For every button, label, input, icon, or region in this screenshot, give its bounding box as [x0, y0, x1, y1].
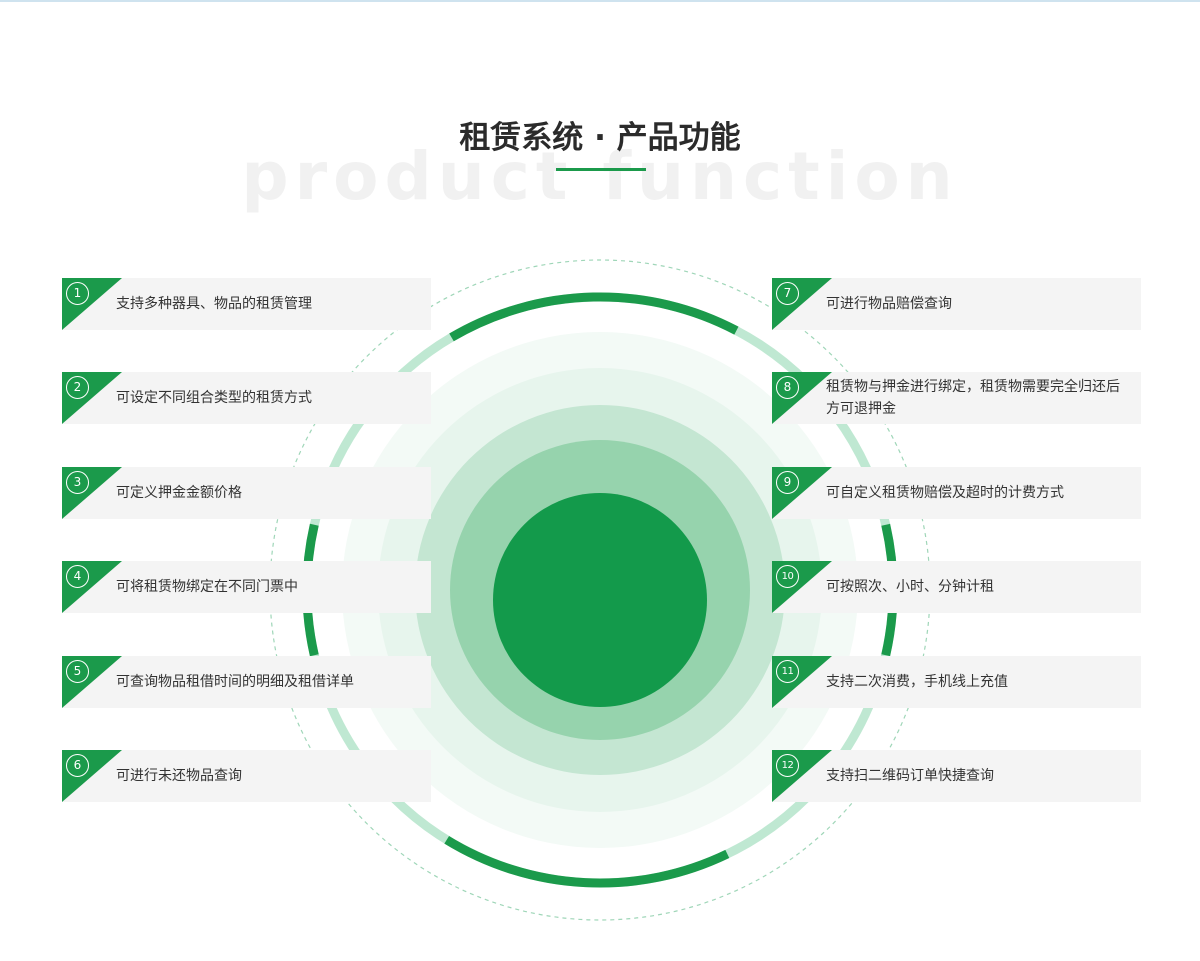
feature-item: 3 可定义押金金额价格: [62, 467, 431, 519]
feature-label: 可进行未还物品查询: [116, 768, 242, 784]
feature-label: 租赁物与押金进行绑定，租赁物需要完全归还后方可退押金: [826, 379, 1120, 417]
feature-item: 1 支持多种器具、物品的租赁管理: [62, 278, 431, 330]
feature-number: 11: [776, 660, 799, 683]
feature-number: 2: [66, 376, 89, 399]
feature-item: 6 可进行未还物品查询: [62, 750, 431, 802]
feature-item: 5 可查询物品租借时间的明细及租借详单: [62, 656, 431, 708]
feature-number: 12: [776, 754, 799, 777]
feature-label: 可进行物品赔偿查询: [826, 296, 952, 312]
title-underline: [556, 168, 646, 171]
feature-label: 可查询物品租借时间的明细及租借详单: [116, 674, 354, 690]
feature-number: 10: [776, 565, 799, 588]
feature-item: 7 可进行物品赔偿查询: [772, 278, 1141, 330]
feature-item: 2 可设定不同组合类型的租赁方式: [62, 372, 431, 424]
feature-item: 10 可按照次、小时、分钟计租: [772, 561, 1141, 613]
feature-number: 3: [66, 471, 89, 494]
feature-number: 5: [66, 660, 89, 683]
feature-label: 支持二次消费，手机线上充值: [826, 674, 1008, 690]
feature-label: 可按照次、小时、分钟计租: [826, 579, 994, 595]
bottom-arc: [444, 835, 730, 888]
feature-number: 9: [776, 471, 799, 494]
feature-label: 可将租赁物绑定在不同门票中: [116, 579, 298, 595]
feature-item: 12 支持扫二维码订单快捷查询: [772, 750, 1141, 802]
feature-number: 1: [66, 282, 89, 305]
feature-item: 9 可自定义租赁物赔偿及超时的计费方式: [772, 467, 1141, 519]
feature-label: 可定义押金金额价格: [116, 485, 242, 501]
feature-number: 8: [776, 376, 799, 399]
page-title: 租赁系统 · 产品功能: [459, 120, 741, 156]
feature-label: 支持多种器具、物品的租赁管理: [116, 296, 312, 312]
watermark-text: product function: [241, 138, 959, 215]
feature-item: 4 可将租赁物绑定在不同门票中: [62, 561, 431, 613]
feature-label: 可设定不同组合类型的租赁方式: [116, 390, 312, 406]
feature-number: 4: [66, 565, 89, 588]
feature-item: 8 租赁物与押金进行绑定，租赁物需要完全归还后方可退押金: [772, 372, 1141, 424]
feature-item: 11 支持二次消费，手机线上充值: [772, 656, 1141, 708]
feature-number: 6: [66, 754, 89, 777]
top-arc: [449, 292, 739, 342]
feature-number: 7: [776, 282, 799, 305]
feature-label: 可自定义租赁物赔偿及超时的计费方式: [826, 485, 1064, 501]
top-border: [0, 0, 1200, 2]
feature-label: 支持扫二维码订单快捷查询: [826, 768, 994, 784]
center-disk: [493, 493, 707, 707]
